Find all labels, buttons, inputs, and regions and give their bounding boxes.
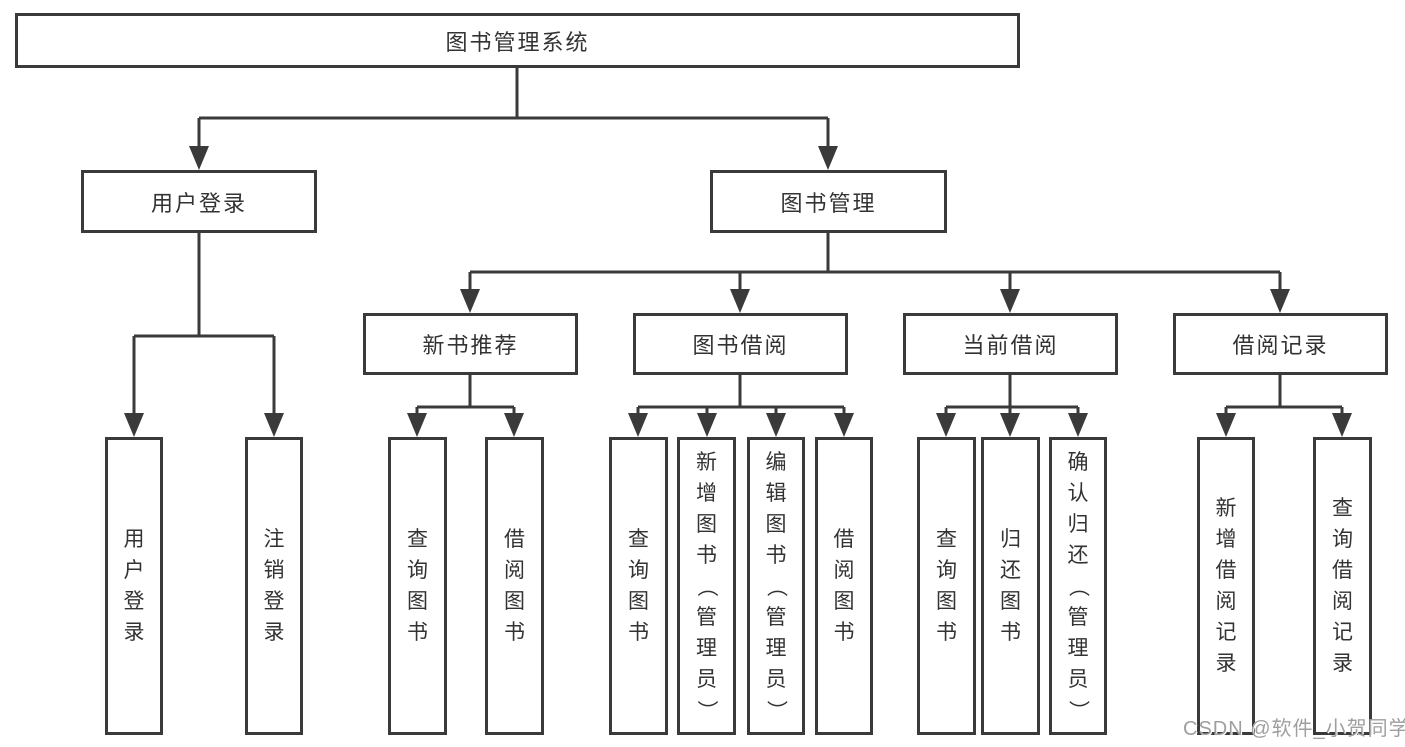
node-current-borrowing-label: 当前借阅 [962,333,1059,358]
leaf-logout-label: 注销登录 [263,528,285,644]
leaf-query-books-borrowing: 查询图书 [609,437,668,735]
csdn-watermark: CSDN @软件_小贺同学 [1183,718,1405,740]
node-book-management: 图书管理 [710,170,947,233]
node-user-login-label: 用户登录 [150,190,247,216]
node-book-borrowing-label: 图书借阅 [692,333,789,358]
leaf-borrow-books-label: 借阅图书 [833,528,855,644]
leaf-user-login-label: 用户登录 [123,528,145,644]
leaf-add-books-admin-label: 新增图书（管理员） [695,450,718,721]
node-borrowing-records-label: 借阅记录 [1232,333,1329,358]
leaf-query-books-current: 查询图书 [917,437,976,735]
node-root-label: 图书管理系统 [445,29,590,55]
leaf-edit-books-admin-label: 编辑图书（管理员） [764,450,788,721]
leaf-query-books-recommend-label: 查询图书 [407,528,428,644]
leaf-edit-books-admin: 编辑图书（管理员） [747,437,805,735]
leaf-query-books-borrowing-label: 查询图书 [628,528,649,644]
node-new-book-recommendation: 新书推荐 [363,313,578,375]
leaf-confirm-return-admin-label: 确认归还（管理员） [1066,450,1090,721]
leaf-logout: 注销登录 [245,437,303,735]
node-root: 图书管理系统 [15,13,1020,68]
node-book-borrowing: 图书借阅 [633,313,848,375]
leaf-return-books: 归还图书 [981,437,1040,735]
node-book-management-label: 图书管理 [780,190,877,216]
node-borrowing-records: 借阅记录 [1173,313,1388,375]
leaf-query-books-current-label: 查询图书 [936,528,957,644]
leaf-query-books-recommend: 查询图书 [388,437,447,735]
leaf-user-login: 用户登录 [105,437,163,735]
leaf-return-books-label: 归还图书 [1000,528,1021,644]
leaf-add-borrow-record: 新增借阅记录 [1197,437,1255,735]
leaf-query-borrow-record: 查询借阅记录 [1313,437,1372,735]
leaf-borrow-books-recommend: 借阅图书 [485,437,544,735]
node-current-borrowing: 当前借阅 [903,313,1118,375]
node-user-login: 用户登录 [81,170,317,233]
leaf-borrow-books-recommend-label: 借阅图书 [504,528,525,644]
node-new-book-recommendation-label: 新书推荐 [422,333,519,358]
leaf-borrow-books: 借阅图书 [815,437,873,735]
leaf-add-books-admin: 新增图书（管理员） [677,437,736,735]
leaf-query-borrow-record-label: 查询借阅记录 [1332,497,1353,675]
leaf-add-borrow-record-label: 新增借阅记录 [1215,497,1237,675]
leaf-confirm-return-admin: 确认归还（管理员） [1049,437,1107,735]
